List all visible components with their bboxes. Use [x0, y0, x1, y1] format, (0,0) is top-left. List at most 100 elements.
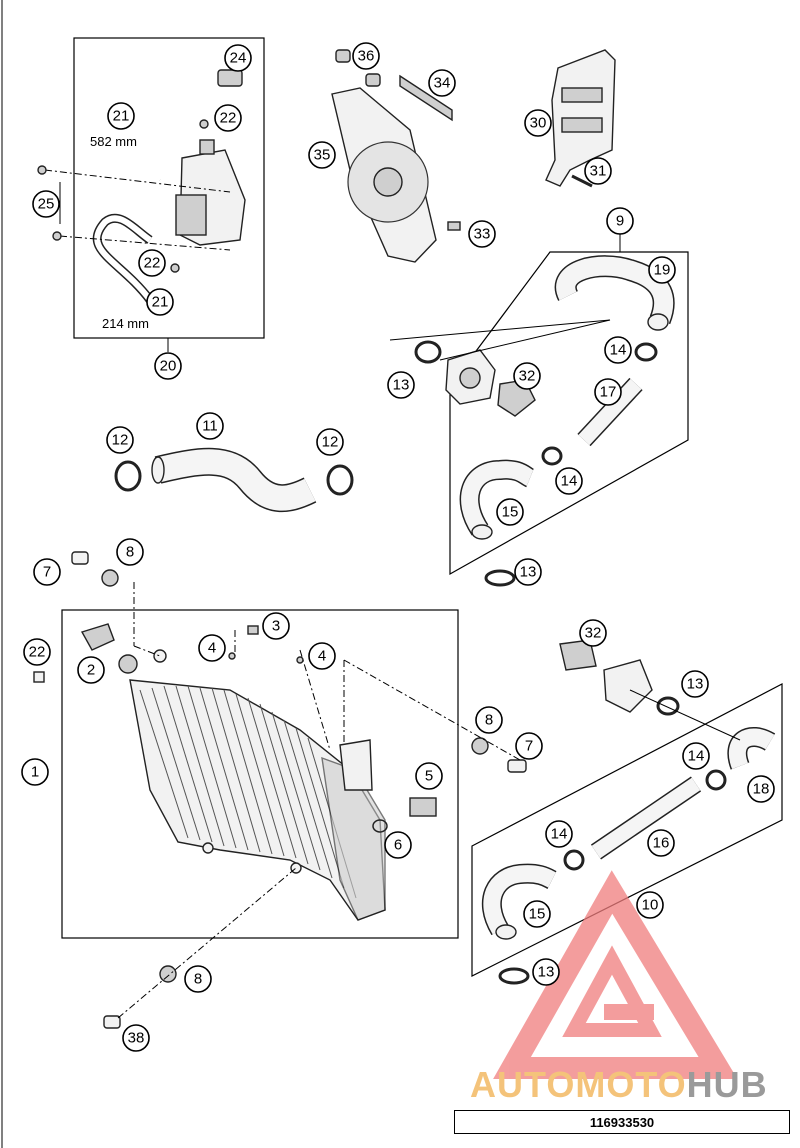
callout-34: 34 [428, 69, 456, 97]
svg-text:2: 2 [87, 662, 95, 679]
watermark-logo [493, 870, 738, 1079]
svg-text:18: 18 [753, 781, 770, 798]
thermostat-upper [389, 319, 611, 417]
callout-12b: 12 [316, 428, 344, 456]
svg-text:7: 7 [525, 738, 533, 755]
svg-text:12: 12 [112, 432, 129, 449]
watermark-text-primary: AUTOMOTO [470, 1064, 687, 1105]
svg-text:38: 38 [128, 1030, 145, 1047]
svg-text:13: 13 [538, 964, 555, 981]
upper-hoses [459, 255, 675, 587]
callout-32a: 32 [513, 362, 541, 390]
svg-text:6: 6 [394, 837, 402, 854]
svg-text:34: 34 [434, 75, 451, 92]
callout-35: 35 [308, 141, 336, 169]
hose-length-214: 214 mm [102, 316, 149, 331]
main-hose-assembly [114, 447, 354, 513]
callout-5: 5 [415, 762, 443, 790]
callout-14b: 14 [555, 467, 583, 495]
svg-text:24: 24 [230, 50, 247, 67]
callout-8a: 8 [116, 538, 144, 566]
diagram-code: 116933530 [589, 1114, 655, 1130]
svg-text:4: 4 [318, 648, 326, 665]
svg-text:14: 14 [561, 473, 578, 490]
callout-4b: 4 [308, 642, 336, 670]
callout-1: 1 [21, 758, 49, 786]
callout-6: 6 [384, 831, 412, 859]
callout-38: 38 [122, 1024, 150, 1052]
callout-15a: 15 [496, 498, 524, 526]
callout-25: 25 [32, 190, 60, 218]
callout-21a: 21 [107, 102, 135, 130]
callout-15b: 15 [523, 900, 551, 928]
callout-16: 16 [647, 829, 675, 857]
callout-3: 3 [262, 612, 290, 640]
svg-text:35: 35 [314, 147, 331, 164]
callout-14c: 14 [682, 742, 710, 770]
callout-13a: 13 [387, 371, 415, 399]
expansion-tank-assembly [37, 44, 246, 303]
callout-8b: 8 [475, 706, 503, 734]
callout-18: 18 [747, 775, 775, 803]
svg-text:21: 21 [113, 108, 130, 125]
svg-text:5: 5 [425, 768, 433, 785]
svg-text:10: 10 [642, 897, 659, 914]
callout-7a: 7 [33, 558, 61, 586]
callout-2: 2 [77, 656, 105, 684]
callout-21b: 21 [146, 288, 174, 316]
svg-text:12: 12 [322, 434, 339, 451]
hose-clamp-24 [217, 69, 243, 87]
svg-text:14: 14 [688, 748, 705, 765]
callout-14a: 14 [604, 336, 632, 364]
radiator [118, 649, 386, 921]
svg-text:22: 22 [29, 644, 46, 661]
callout-8c: 8 [184, 965, 212, 993]
expansion-tank-group-frame [73, 37, 265, 339]
svg-text:21: 21 [152, 294, 169, 311]
svg-text:14: 14 [610, 342, 627, 359]
svg-text:3: 3 [272, 618, 280, 635]
svg-text:32: 32 [585, 625, 602, 642]
svg-text:14: 14 [551, 826, 568, 843]
callout-31: 31 [584, 157, 612, 185]
svg-text:9: 9 [616, 213, 624, 230]
svg-text:13: 13 [393, 377, 410, 394]
callout-20: 20 [154, 352, 182, 380]
svg-text:32: 32 [519, 368, 536, 385]
svg-text:22: 22 [220, 110, 237, 127]
svg-text:11: 11 [202, 418, 218, 435]
callout-32b: 32 [579, 619, 607, 647]
svg-text:13: 13 [520, 564, 537, 581]
callout-36: 36 [352, 42, 380, 70]
callout-9: 9 [606, 207, 634, 235]
callout-7b: 7 [515, 732, 543, 760]
callout-22c: 22 [23, 638, 51, 666]
callout-22b: 22 [138, 249, 166, 277]
svg-text:15: 15 [502, 504, 519, 521]
svg-text:33: 33 [474, 226, 491, 243]
svg-text:17: 17 [600, 384, 617, 401]
svg-text:13: 13 [687, 676, 704, 693]
diagram-code-box: 116933530 [454, 1110, 790, 1134]
callout-30: 30 [524, 109, 552, 137]
svg-text:25: 25 [38, 196, 55, 213]
svg-text:8: 8 [126, 544, 134, 561]
svg-text:19: 19 [654, 262, 671, 279]
svg-text:1: 1 [31, 764, 39, 781]
radiator-small-parts [33, 551, 527, 1029]
fan-shroud-assembly [331, 49, 461, 263]
callout-11: 11 [196, 412, 224, 440]
callout-13d: 13 [532, 958, 560, 986]
bracket-assembly [545, 49, 616, 188]
svg-text:20: 20 [160, 358, 177, 375]
callout-24: 24 [224, 44, 252, 72]
svg-text:7: 7 [43, 564, 51, 581]
svg-text:15: 15 [529, 906, 546, 923]
callout-10: 10 [636, 891, 664, 919]
svg-text:31: 31 [590, 163, 607, 180]
callout-13b: 13 [514, 558, 542, 586]
watermark-text: AUTOMOTOHUB [470, 1064, 768, 1105]
svg-text:22: 22 [144, 255, 161, 272]
hose-length-582: 582 mm [90, 134, 137, 149]
